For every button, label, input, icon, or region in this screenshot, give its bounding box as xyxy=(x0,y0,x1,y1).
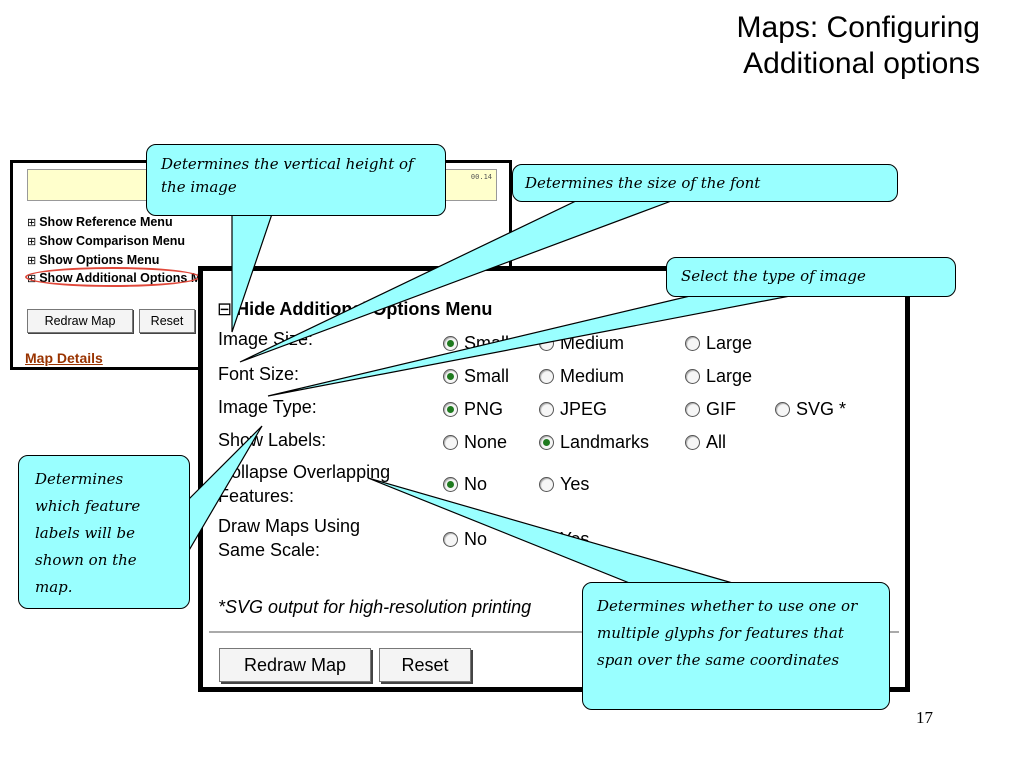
font-size-label: Font Size: xyxy=(218,364,300,384)
callout-pointer-glyphs xyxy=(367,477,737,585)
show-labels-landmarks-radio[interactable]: Landmarks xyxy=(539,432,649,453)
callout-pointer-font-size xyxy=(239,199,675,363)
radio-label: All xyxy=(706,432,727,452)
show-reference-menu-link[interactable]: ⊞Show Reference Menu xyxy=(27,215,173,229)
label-line: Collapse Overlapping xyxy=(218,462,391,482)
callout-labels: Determines which feature labels will be … xyxy=(18,455,190,609)
callout-pointer-image-height xyxy=(231,213,273,333)
radio-label: No xyxy=(464,474,488,494)
menu-item-label: Show Options Menu xyxy=(39,253,160,267)
callout-image-type: Select the type of image xyxy=(666,257,956,297)
slide-title-line2: Additional options xyxy=(743,47,980,80)
radio-label: No xyxy=(464,529,488,549)
callout-font-size: Determines the size of the font xyxy=(512,164,898,202)
redraw-map-button[interactable]: Redraw Map xyxy=(219,648,371,682)
radio-label: Medium xyxy=(560,366,625,386)
map-coordinate-label: 00.14 xyxy=(470,173,492,181)
radio-button xyxy=(685,402,700,417)
radio-button xyxy=(443,402,458,417)
image-type-jpeg-radio[interactable]: JPEG xyxy=(539,399,607,420)
show-options-menu-link[interactable]: ⊞Show Options Menu xyxy=(27,253,159,267)
radio-button xyxy=(539,369,554,384)
map-details-link[interactable]: Map Details xyxy=(25,350,103,366)
radio-label: JPEG xyxy=(560,399,608,419)
expand-icon: ⊞ xyxy=(27,255,37,267)
menu-item-label: Show Reference Menu xyxy=(39,215,173,229)
small-reset-button[interactable]: Reset xyxy=(139,309,195,333)
radio-button xyxy=(443,435,458,450)
radio-label: Large xyxy=(706,366,753,386)
radio-button xyxy=(685,435,700,450)
radio-label: None xyxy=(464,432,508,452)
radio-button xyxy=(443,532,458,547)
collapse-overlapping-yes-radio[interactable]: Yes xyxy=(539,474,589,495)
menu-item-label: Show Comparison Menu xyxy=(39,234,186,248)
divider xyxy=(209,631,899,633)
small-redraw-map-button[interactable]: Redraw Map xyxy=(27,309,133,333)
same-scale-no-radio[interactable]: No xyxy=(443,529,487,550)
image-type-gif-radio[interactable]: GIF xyxy=(685,399,736,420)
font-size-medium-radio[interactable]: Medium xyxy=(539,366,624,387)
radio-label: Yes xyxy=(560,474,590,494)
radio-button xyxy=(775,402,790,417)
radio-label: Landmarks xyxy=(560,432,650,452)
image-type-png-radio[interactable]: PNG xyxy=(443,399,503,420)
radio-label: Large xyxy=(706,333,753,353)
radio-label: PNG xyxy=(464,399,504,419)
collapse-icon: ⊟ xyxy=(217,299,233,319)
collapse-overlapping-label: Collapse Overlapping Features: xyxy=(218,460,390,508)
reset-button[interactable]: Reset xyxy=(379,648,471,682)
font-size-small-radio[interactable]: Small xyxy=(443,366,509,387)
radio-label: Medium xyxy=(560,333,625,353)
radio-label: SVG * xyxy=(796,399,847,419)
expand-icon: ⊞ xyxy=(27,236,37,248)
font-size-large-radio[interactable]: Large xyxy=(685,366,752,387)
radio-button xyxy=(443,477,458,492)
show-comparison-menu-link[interactable]: ⊞Show Comparison Menu xyxy=(27,234,185,248)
slide-title-line1: Maps: Configuring xyxy=(736,11,980,44)
show-labels-all-radio[interactable]: All xyxy=(685,432,726,453)
label-line: Same Scale: xyxy=(218,540,321,560)
radio-button xyxy=(539,477,554,492)
label-line: Draw Maps Using xyxy=(218,516,361,536)
label-line: Features: xyxy=(218,486,295,506)
radio-button xyxy=(539,435,554,450)
radio-label: Small xyxy=(464,366,510,386)
image-type-label: Image Type: xyxy=(218,397,317,417)
radio-button xyxy=(443,369,458,384)
image-type-svg-radio[interactable]: SVG * xyxy=(775,399,846,420)
slide-title: Maps: Configuring Additional options xyxy=(580,10,980,82)
callout-glyphs: Determines whether to use one or multipl… xyxy=(582,582,890,710)
callout-pointer-labels xyxy=(187,425,263,555)
expand-icon: ⊞ xyxy=(27,217,37,229)
page-number: 17 xyxy=(916,708,933,727)
svg-output-note: *SVG output for high-resolution printing xyxy=(218,597,532,617)
same-scale-label: Draw Maps Using Same Scale: xyxy=(218,514,360,562)
show-labels-none-radio[interactable]: None xyxy=(443,432,507,453)
radio-button xyxy=(443,336,458,351)
radio-button xyxy=(685,369,700,384)
radio-button xyxy=(685,336,700,351)
radio-button xyxy=(539,402,554,417)
image-size-large-radio[interactable]: Large xyxy=(685,333,752,354)
radio-label: GIF xyxy=(706,399,736,419)
collapse-overlapping-no-radio[interactable]: No xyxy=(443,474,487,495)
callout-image-height: Determines the vertical height of the im… xyxy=(146,144,446,216)
